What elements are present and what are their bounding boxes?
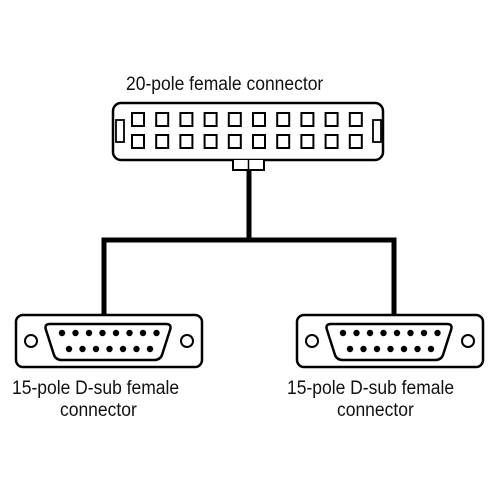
dsub-pin (400, 345, 408, 353)
dsub-connector-left (14, 313, 204, 369)
socket-pin (252, 134, 266, 149)
dsub-pin (420, 329, 428, 337)
label-20-pole-connector: 20-pole female connector (126, 74, 324, 95)
socket-pin (276, 134, 291, 149)
label-right-dsub-line2: connector (337, 400, 414, 421)
dsub-pin (126, 329, 133, 337)
socket-pin (179, 112, 194, 127)
socket-pin (203, 134, 218, 149)
socket-pin (324, 112, 339, 127)
dsub-pin (380, 329, 387, 337)
dsub-pin (133, 345, 140, 353)
dsub-pin (72, 329, 79, 337)
dsub-pin (353, 329, 360, 337)
socket-pin (131, 134, 145, 149)
socket-pin (300, 134, 315, 149)
dsub-pin (139, 329, 147, 337)
dsub-pin (106, 345, 113, 353)
cable-wires (101, 170, 397, 316)
dsub-pin (407, 329, 414, 337)
dsub-pin (65, 345, 73, 353)
socket-pin (348, 134, 363, 149)
socket-pin (300, 112, 315, 127)
label-left-dsub-line1: 15-pole D-sub female (12, 378, 180, 399)
dsub-pin (58, 329, 66, 337)
socket-pin (276, 112, 291, 127)
pin-grid-left (58, 329, 160, 353)
socket-pin (227, 112, 242, 127)
dsub-pin (99, 329, 106, 337)
pin-grid-20 (131, 112, 363, 149)
dsub-pin (112, 329, 120, 337)
socket-pin (131, 112, 145, 127)
dsub-connector-right (295, 313, 485, 369)
label-left-dsub-line2: connector (60, 400, 137, 421)
dsub-pin (393, 329, 401, 337)
dsub-pin (414, 345, 421, 353)
dsub-pin (427, 345, 435, 353)
dsub-pin (79, 345, 86, 353)
dsub-pin (119, 345, 127, 353)
dsub-pin (373, 345, 381, 353)
dsub-pin (85, 329, 93, 337)
socket-pin (252, 112, 266, 127)
dsub-pin (366, 329, 374, 337)
label-right-dsub-line1: 15-pole D-sub female (287, 378, 455, 399)
dsub-pin (387, 345, 394, 353)
dsub-pin (434, 329, 441, 337)
socket-pin (348, 112, 363, 127)
socket-pin (155, 134, 170, 149)
dsub-pin (146, 345, 154, 353)
dsub-pin (346, 345, 354, 353)
dsub-pin (153, 329, 160, 337)
dsub-pin (339, 329, 347, 337)
socket-pin (203, 112, 218, 127)
socket-pin (324, 134, 339, 149)
dsub-pin (92, 345, 100, 353)
pin-grid-right (339, 329, 441, 353)
socket-pin (155, 112, 170, 127)
socket-pin (179, 134, 194, 149)
dsub-pin (360, 345, 367, 353)
connector-20-pole (111, 101, 385, 171)
socket-pin (227, 134, 242, 149)
